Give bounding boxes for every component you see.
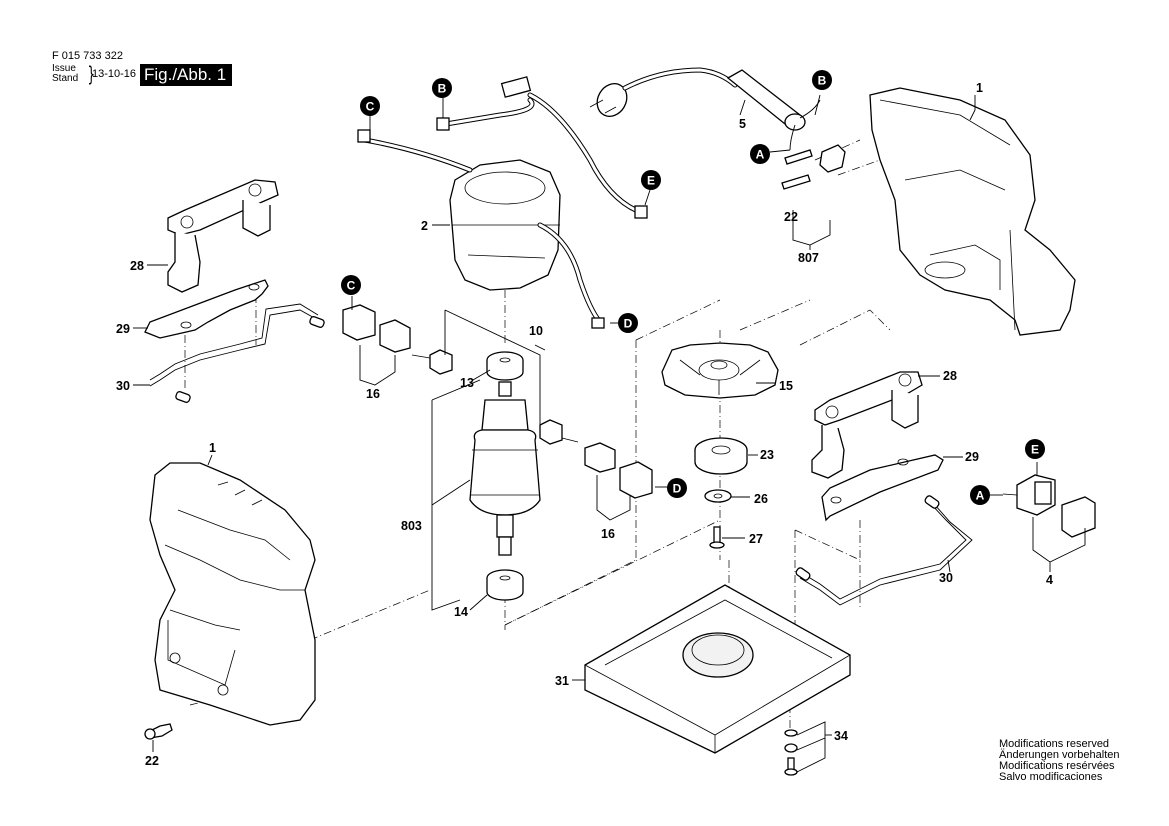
modifications-de: Änderungen vorbehalten bbox=[999, 749, 1120, 761]
label-housing-left: 1 bbox=[209, 441, 216, 455]
issue-date: 13-10-16 bbox=[92, 68, 137, 80]
svg-text:D: D bbox=[624, 317, 633, 331]
label-screw-housing: 22 bbox=[145, 754, 159, 768]
badge-e-switch: E bbox=[1025, 439, 1045, 459]
badge-e-coil: E bbox=[641, 170, 661, 190]
label-base-plate: 31 bbox=[555, 674, 569, 688]
label-clamp-lever-left: 30 bbox=[116, 379, 130, 393]
badge-a-cord: A bbox=[750, 144, 770, 164]
field-coil bbox=[357, 76, 648, 329]
label-clamp-plate-left: 29 bbox=[116, 322, 130, 336]
label-bearing-bottom: 14 bbox=[454, 605, 468, 619]
modifications-en: Modifications reserved bbox=[999, 738, 1110, 750]
connector-badges: C B E D B A C D bbox=[341, 70, 1045, 505]
badge-a-switch: A bbox=[970, 485, 990, 505]
svg-text:C: C bbox=[347, 279, 356, 293]
housing-right bbox=[781, 87, 1076, 336]
issue-label-en: Issue bbox=[52, 63, 76, 74]
label-power-cord: 5 bbox=[739, 117, 746, 131]
svg-text:E: E bbox=[1031, 443, 1039, 457]
svg-text:E: E bbox=[647, 174, 655, 188]
switch-assembly bbox=[1002, 474, 1096, 538]
armature bbox=[469, 351, 541, 601]
housing-left bbox=[144, 462, 316, 740]
clamp-assembly-left bbox=[144, 179, 325, 403]
base-plate bbox=[584, 584, 851, 776]
label-clamp-bracket-right: 28 bbox=[943, 369, 957, 383]
power-cord bbox=[589, 67, 821, 151]
modifications-es: Salvo modificaciones bbox=[999, 771, 1103, 783]
badge-d-coil: D bbox=[618, 313, 638, 333]
figure-label: Fig./Abb. 1 bbox=[140, 64, 233, 86]
label-carbon-brush-set: 10 bbox=[529, 324, 543, 338]
part-number: F 015 733 322 bbox=[52, 50, 123, 62]
label-bearing-top: 13 bbox=[460, 376, 474, 390]
svg-text:D: D bbox=[673, 482, 682, 496]
svg-text:B: B bbox=[818, 74, 827, 88]
label-fan: 15 bbox=[779, 379, 793, 393]
label-armature: 803 bbox=[401, 519, 422, 533]
label-housing-right: 1 bbox=[976, 81, 983, 95]
label-field-coil: 2 bbox=[421, 219, 428, 233]
badge-d-brush: D bbox=[667, 478, 687, 498]
label-clamp-plate-right: 29 bbox=[965, 450, 979, 464]
label-clamp-lever-right: 30 bbox=[939, 571, 953, 585]
badge-b-cord: B bbox=[812, 70, 832, 90]
svg-text:C: C bbox=[366, 100, 375, 114]
label-cord-clamp: 807 bbox=[798, 251, 819, 265]
modifications-notice: Modifications reserved Änderungen vorbeh… bbox=[999, 739, 1119, 783]
label-counterweight: 23 bbox=[760, 448, 774, 462]
label-fastener-set: 34 bbox=[834, 729, 848, 743]
issue-label: Issue Stand bbox=[52, 64, 78, 84]
svg-text:A: A bbox=[756, 148, 765, 162]
clamp-assembly-right bbox=[795, 371, 973, 606]
label-brush-holder-left: 16 bbox=[366, 387, 380, 401]
issue-label-de: Stand bbox=[52, 73, 79, 84]
badge-c-coil: C bbox=[360, 96, 380, 116]
modifications-fr: Modifications resérvées bbox=[999, 760, 1115, 772]
brush-holders bbox=[342, 304, 653, 499]
leader-lines bbox=[133, 94, 1086, 773]
label-brush-holder-right: 16 bbox=[601, 527, 615, 541]
label-clamp-bracket-left: 28 bbox=[130, 259, 144, 273]
brace-glyph: } bbox=[87, 62, 96, 86]
badge-b-coil: B bbox=[432, 78, 452, 98]
fan-assembly bbox=[661, 342, 779, 549]
part-labels: 1 2 5 22 807 28 29 30 16 10 13 803 14 16… bbox=[116, 81, 1053, 768]
label-washer: 26 bbox=[754, 492, 768, 506]
label-switch: 4 bbox=[1046, 573, 1053, 587]
badge-c-brush: C bbox=[341, 275, 361, 295]
svg-text:A: A bbox=[976, 489, 985, 503]
label-screw-cord-clamp: 22 bbox=[784, 210, 798, 224]
label-screw-fan: 27 bbox=[749, 532, 763, 546]
svg-text:B: B bbox=[438, 82, 447, 96]
